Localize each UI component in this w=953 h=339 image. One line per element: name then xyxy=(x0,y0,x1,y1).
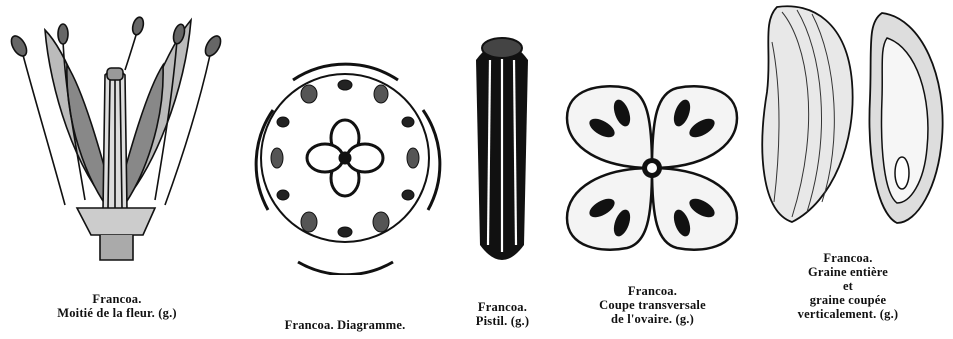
caption-line: Coupe transversale xyxy=(575,298,730,312)
caption-line: Francoa. Diagramme. xyxy=(255,318,435,332)
ovary-section-illustration xyxy=(562,78,742,258)
caption-line: Pistil. (g.) xyxy=(455,314,550,328)
caption-line: Francoa. xyxy=(575,284,730,298)
caption-ovary-section: Francoa. Coupe transversale de l'ovaire.… xyxy=(575,284,730,326)
caption-line: Francoa. xyxy=(455,300,550,314)
seed-section-illustration xyxy=(862,8,950,228)
caption-line: Moitié de la fleur. (g.) xyxy=(22,306,212,320)
caption-diagram: Francoa. Diagramme. xyxy=(255,318,435,332)
caption-flower-half: Francoa. Moitié de la fleur. (g.) xyxy=(22,292,212,320)
caption-line: et xyxy=(768,279,928,293)
caption-line: verticalement. (g.) xyxy=(768,307,928,321)
flower-half-illustration xyxy=(5,10,225,270)
caption-line: Graine entière xyxy=(768,265,928,279)
seed-whole-illustration xyxy=(752,2,862,227)
caption-line: Francoa. xyxy=(768,251,928,265)
caption-line: de l'ovaire. (g.) xyxy=(575,312,730,326)
caption-line: graine coupée xyxy=(768,293,928,307)
caption-line: Francoa. xyxy=(22,292,212,306)
pistil-illustration xyxy=(462,30,542,270)
floral-diagram xyxy=(243,50,448,275)
caption-pistil: Francoa. Pistil. (g.) xyxy=(455,300,550,328)
caption-seeds: Francoa. Graine entière et graine coupée… xyxy=(768,251,928,321)
